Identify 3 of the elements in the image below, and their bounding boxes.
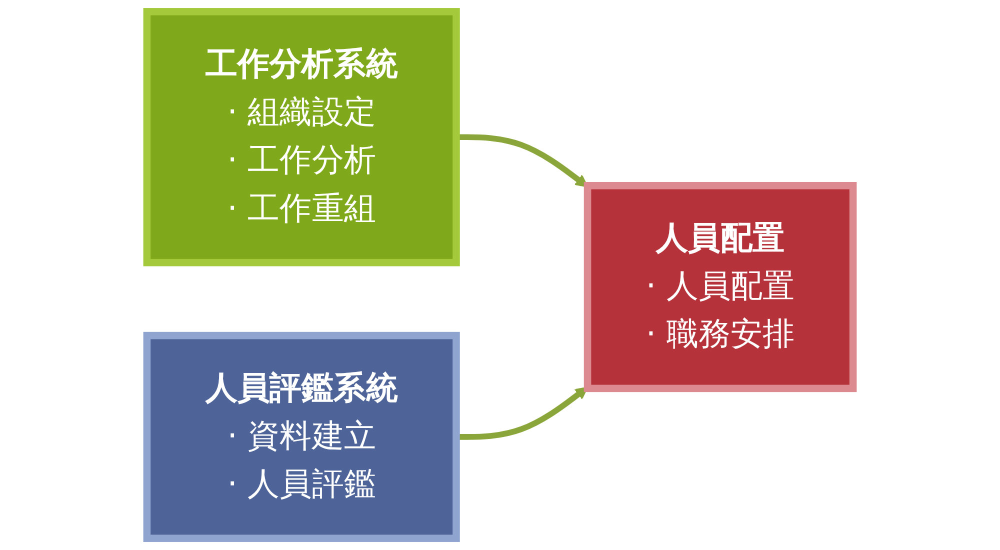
node-box: 工作分析系統 · 組織設定 · 工作分析 · 工作重組 — [143, 8, 460, 266]
node-box: 人員配置 · 人員配置 · 職務安排 — [584, 182, 857, 392]
node-box: 人員評鑑系統 · 資料建立 · 人員評鑑 — [143, 332, 460, 542]
